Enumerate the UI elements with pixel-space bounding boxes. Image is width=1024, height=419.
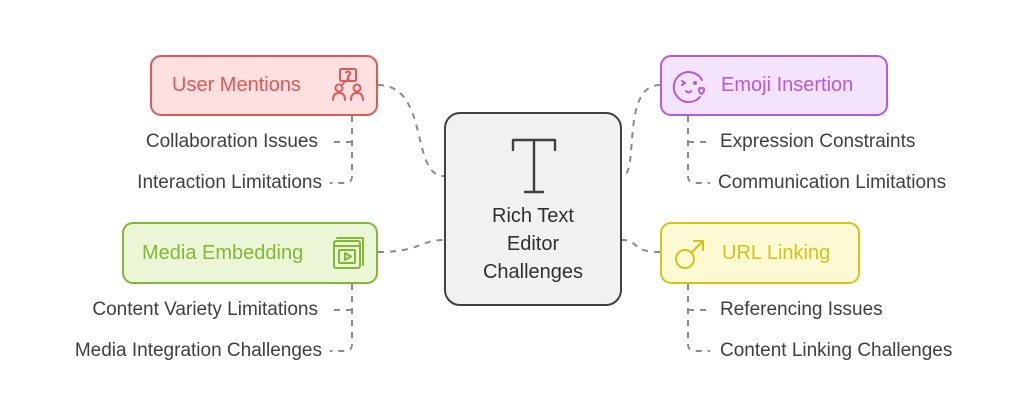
sub-content-linking-challenges: Content Linking Challenges	[720, 340, 953, 361]
branch-media-embedding[interactable]: Media Embedding	[122, 222, 378, 284]
central-topic[interactable]: Rich Text Editor Challenges	[444, 112, 622, 306]
sub-content-variety-limitations: Content Variety Limitations	[92, 299, 318, 320]
branch-label: Emoji Insertion	[721, 74, 854, 96]
users-question-icon	[330, 67, 366, 103]
sub-interaction-limitations: Interaction Limitations	[137, 172, 322, 193]
tree-url-linking	[687, 284, 710, 352]
connector-media-embedding	[377, 239, 445, 253]
sub-referencing-issues: Referencing Issues	[720, 299, 883, 320]
sub-collaboration-issues: Collaboration Issues	[145, 131, 318, 152]
branch-emoji-insertion[interactable]: Emoji Insertion	[660, 55, 888, 116]
sub-communication-limitations: Communication Limitations	[718, 172, 947, 193]
sub-media-integration-challenges: Media Integration Challenges	[74, 340, 322, 361]
branch-label: User Mentions	[172, 74, 301, 96]
central-topic-title: Rich Text Editor Challenges	[446, 202, 620, 286]
link-arrow-icon	[672, 236, 708, 272]
branch-url-linking[interactable]: URL Linking	[660, 222, 860, 284]
central-title-line-3: Challenges	[482, 261, 584, 283]
branch-label: URL Linking	[722, 241, 831, 264]
connector-user-mentions	[377, 84, 445, 177]
text-t-icon	[509, 136, 559, 196]
branch-user-mentions[interactable]: User Mentions	[150, 55, 378, 116]
central-title-line-1: Rich Text	[492, 205, 574, 227]
branch-label: Media Embedding	[142, 241, 304, 264]
tree-user-mentions	[330, 116, 353, 184]
sub-expression-constraints: Expression Constraints	[720, 131, 916, 152]
tree-media-embedding	[330, 284, 353, 352]
connector-emoji-insertion	[621, 84, 661, 177]
media-player-icon	[330, 235, 366, 271]
tree-emoji-insertion	[687, 116, 710, 184]
central-title-line-2: Editor	[506, 233, 560, 255]
emoji-wink-icon	[672, 68, 708, 104]
connector-url-linking	[621, 239, 661, 253]
